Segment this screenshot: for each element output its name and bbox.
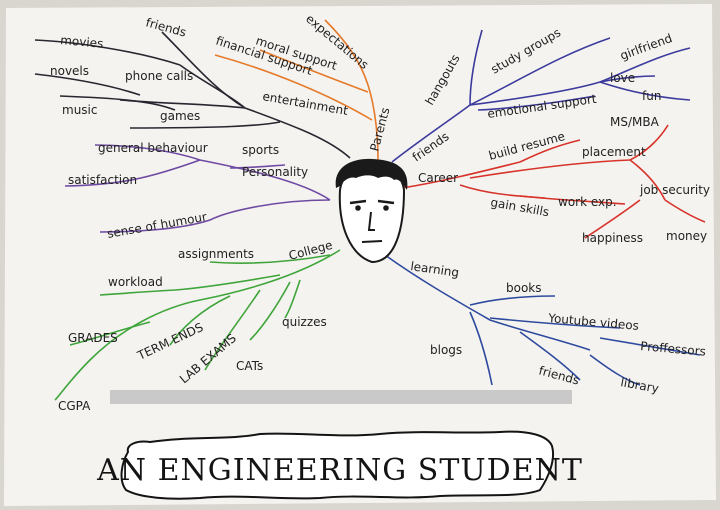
- label-sports: sports: [242, 143, 279, 157]
- label-fun: fun: [642, 89, 661, 103]
- label-money: money: [666, 229, 707, 243]
- label-phone-calls: phone calls: [125, 69, 193, 83]
- personality-branch: [64, 144, 331, 233]
- redaction-bar: [110, 390, 572, 404]
- label-happiness: happiness: [582, 231, 643, 245]
- label-satisfaction: satisfaction: [68, 173, 137, 187]
- label-learning: learning: [410, 259, 460, 280]
- career-branch: [401, 124, 706, 239]
- page-title: AN ENGINEERING STUDENT: [96, 453, 583, 488]
- label-job-security: job security: [639, 183, 710, 197]
- label-workload: workload: [108, 275, 163, 289]
- label-career: Career: [418, 171, 458, 185]
- label-books: books: [506, 281, 542, 295]
- entertainment-branch: [34, 31, 351, 159]
- label-quizzes: quizzes: [282, 315, 327, 329]
- label-library: library: [619, 375, 659, 395]
- label-assignments: assignments: [178, 247, 254, 261]
- label-cgpa: CGPA: [58, 399, 91, 413]
- college-branch: [54, 249, 341, 401]
- learning-branch: [384, 254, 701, 386]
- label-cats: CATs: [236, 359, 263, 373]
- label-ms-mba: MS/MBA: [610, 115, 660, 129]
- label-blogs: blogs: [430, 343, 462, 357]
- label-personality: Personality: [242, 165, 308, 179]
- label-novels: novels: [50, 64, 89, 78]
- label-placement: placement: [582, 145, 646, 159]
- label-general-behaviour: general behaviour: [98, 141, 208, 155]
- label-grades: GRADES: [68, 331, 118, 345]
- friends-branch: [391, 29, 691, 163]
- label-games: games: [160, 109, 200, 123]
- label-work-exp: work exp.: [558, 195, 617, 209]
- parents-branch: [214, 19, 379, 161]
- label-music: music: [62, 103, 97, 117]
- title-cloud: [120, 430, 554, 500]
- label-movies: movies: [60, 33, 104, 51]
- label-proffessors: Proffessors: [640, 339, 707, 359]
- student-face-icon: [335, 158, 408, 264]
- label-love: love: [610, 71, 635, 85]
